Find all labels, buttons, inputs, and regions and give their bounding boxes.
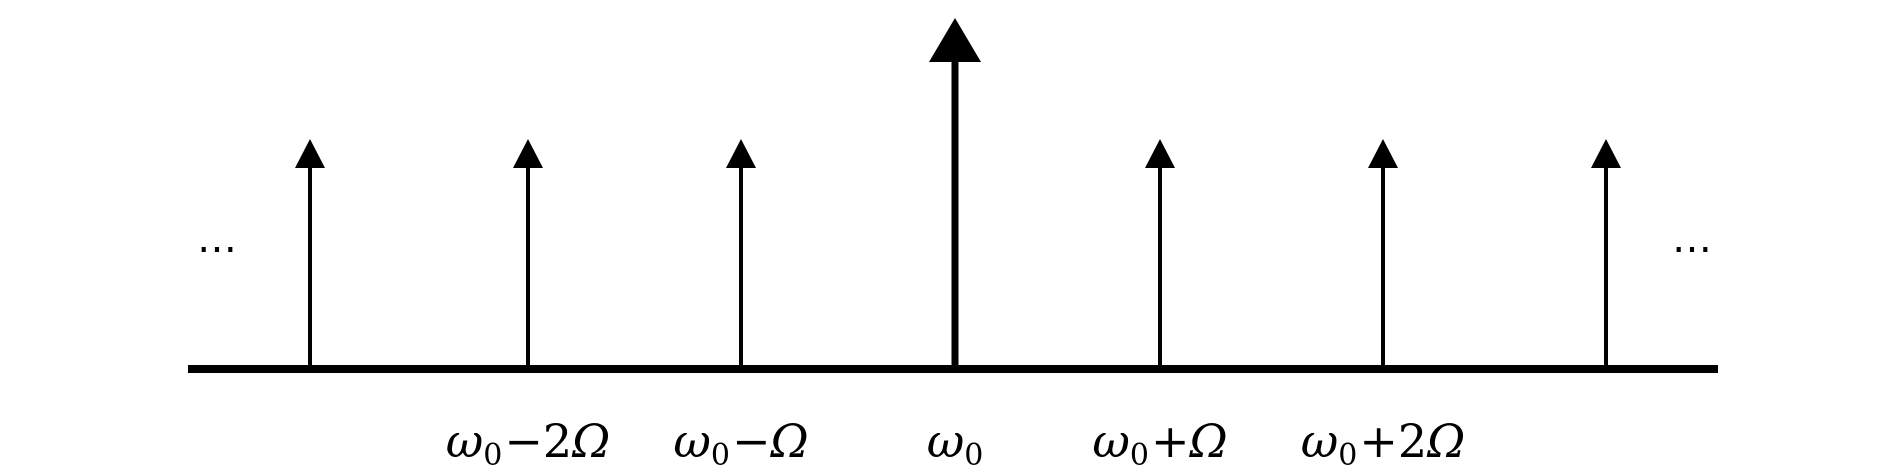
- spectral-line: [1591, 139, 1621, 366]
- ellipsis-right: ⋯: [1672, 226, 1712, 272]
- spectral-line: [1368, 139, 1398, 366]
- spectral-line: [1145, 139, 1175, 366]
- spectral-line: [513, 139, 543, 366]
- spectral-line: [295, 139, 325, 366]
- spectral-line: [726, 139, 756, 366]
- carrier-line: [929, 18, 981, 366]
- label-omega0-minus-2omega: ω0−2Ω: [446, 414, 611, 473]
- ellipsis-left: ⋯: [197, 226, 237, 272]
- label-omega0: ω0: [927, 414, 984, 473]
- label-omega0-plus-omega: ω0+Ω: [1092, 414, 1227, 473]
- label-omega0-plus-2omega: ω0+2Ω: [1301, 414, 1466, 473]
- label-omega0-minus-omega: ω0−Ω: [673, 414, 808, 473]
